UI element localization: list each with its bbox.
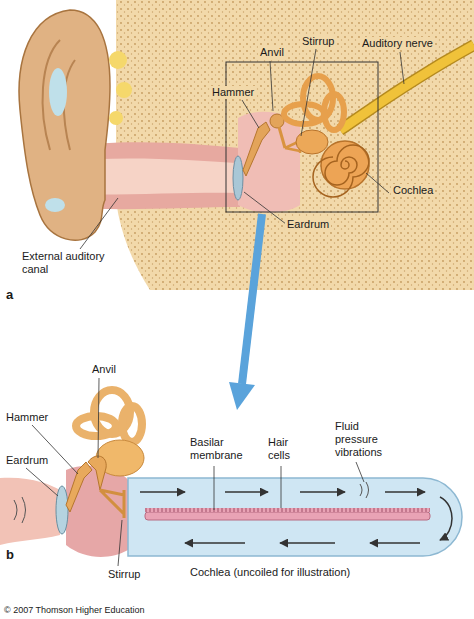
cartilage bbox=[45, 198, 65, 212]
sound-wave bbox=[14, 497, 26, 523]
hammer-bone bbox=[66, 462, 92, 512]
fluid-arrow bbox=[280, 542, 335, 544]
auditory-nerve bbox=[340, 45, 474, 130]
eardrum bbox=[233, 156, 243, 200]
gland bbox=[109, 111, 123, 125]
fluid-arrow bbox=[385, 491, 425, 493]
fluid-arrow bbox=[370, 542, 420, 544]
anvil-bone bbox=[279, 127, 285, 148]
pressure-wave bbox=[360, 482, 369, 498]
part-label: Basilar membrane bbox=[188, 436, 252, 462]
part-label: Stirrup bbox=[106, 568, 142, 581]
hair-cells bbox=[145, 508, 430, 512]
leader-line bbox=[356, 462, 364, 482]
leader-line bbox=[366, 173, 389, 193]
stirrup-bone bbox=[100, 490, 124, 518]
eardrum bbox=[56, 486, 68, 534]
leader-line bbox=[242, 100, 259, 128]
fluid-arrow bbox=[225, 491, 268, 493]
leader-line bbox=[400, 52, 404, 84]
part-label: Hammer bbox=[4, 411, 50, 424]
panel-letter: b bbox=[4, 548, 16, 561]
ear-canal bbox=[0, 478, 60, 545]
fluid-arrow bbox=[440, 497, 452, 540]
part-label: Auditory nerve bbox=[360, 37, 435, 50]
zoom-arrow-head bbox=[229, 382, 255, 410]
leader-line bbox=[301, 49, 316, 136]
part-label: Anvil bbox=[90, 363, 118, 376]
part-label: Fluid pressure vibrations bbox=[333, 420, 401, 459]
leader-line bbox=[214, 466, 215, 510]
cartilage bbox=[49, 68, 67, 116]
hammer-bone bbox=[243, 122, 270, 176]
copyright-notice: © 2007 Thomson Higher Education bbox=[2, 604, 147, 617]
semicircular-canal bbox=[76, 416, 116, 436]
leader-line bbox=[270, 61, 273, 111]
gland bbox=[116, 82, 132, 98]
leader-line bbox=[80, 198, 118, 249]
semicircular-canal bbox=[122, 406, 142, 442]
fluid-arrow bbox=[140, 491, 185, 493]
middle-ear-cavity bbox=[238, 112, 300, 213]
anvil-bone bbox=[88, 456, 106, 490]
fluid-arrow bbox=[300, 491, 345, 493]
panel-letter: a bbox=[4, 288, 15, 301]
uncoiled-cochlea bbox=[128, 478, 462, 556]
cochlea-spiral bbox=[313, 145, 369, 197]
leader-line bbox=[281, 466, 282, 508]
part-label: External auditory canal bbox=[20, 250, 124, 276]
auditory-nerve bbox=[340, 45, 474, 130]
figure-caption: Cochlea (uncoiled for illustration) bbox=[188, 566, 352, 579]
part-label: Anvil bbox=[258, 46, 286, 59]
semicircular-canal bbox=[284, 104, 324, 124]
leader-line bbox=[244, 192, 286, 224]
part-label: Eardrum bbox=[285, 218, 331, 231]
part-label: Cochlea bbox=[391, 184, 435, 197]
part-label: Hair cells bbox=[266, 436, 310, 462]
fluid-arrow bbox=[185, 542, 245, 544]
leader-line bbox=[26, 468, 58, 496]
inset-frame bbox=[226, 62, 378, 212]
vestibule bbox=[296, 130, 328, 154]
pinna bbox=[19, 10, 110, 240]
semicircular-canal bbox=[324, 94, 344, 130]
zoom-arrow bbox=[242, 214, 262, 384]
part-label: Eardrum bbox=[4, 454, 50, 467]
leader-line bbox=[98, 378, 99, 458]
basilar-membrane bbox=[145, 512, 430, 520]
leader-line bbox=[118, 520, 122, 566]
part-label: Stirrup bbox=[300, 35, 336, 48]
part-label: Hammer bbox=[210, 86, 256, 99]
gland bbox=[109, 51, 127, 69]
